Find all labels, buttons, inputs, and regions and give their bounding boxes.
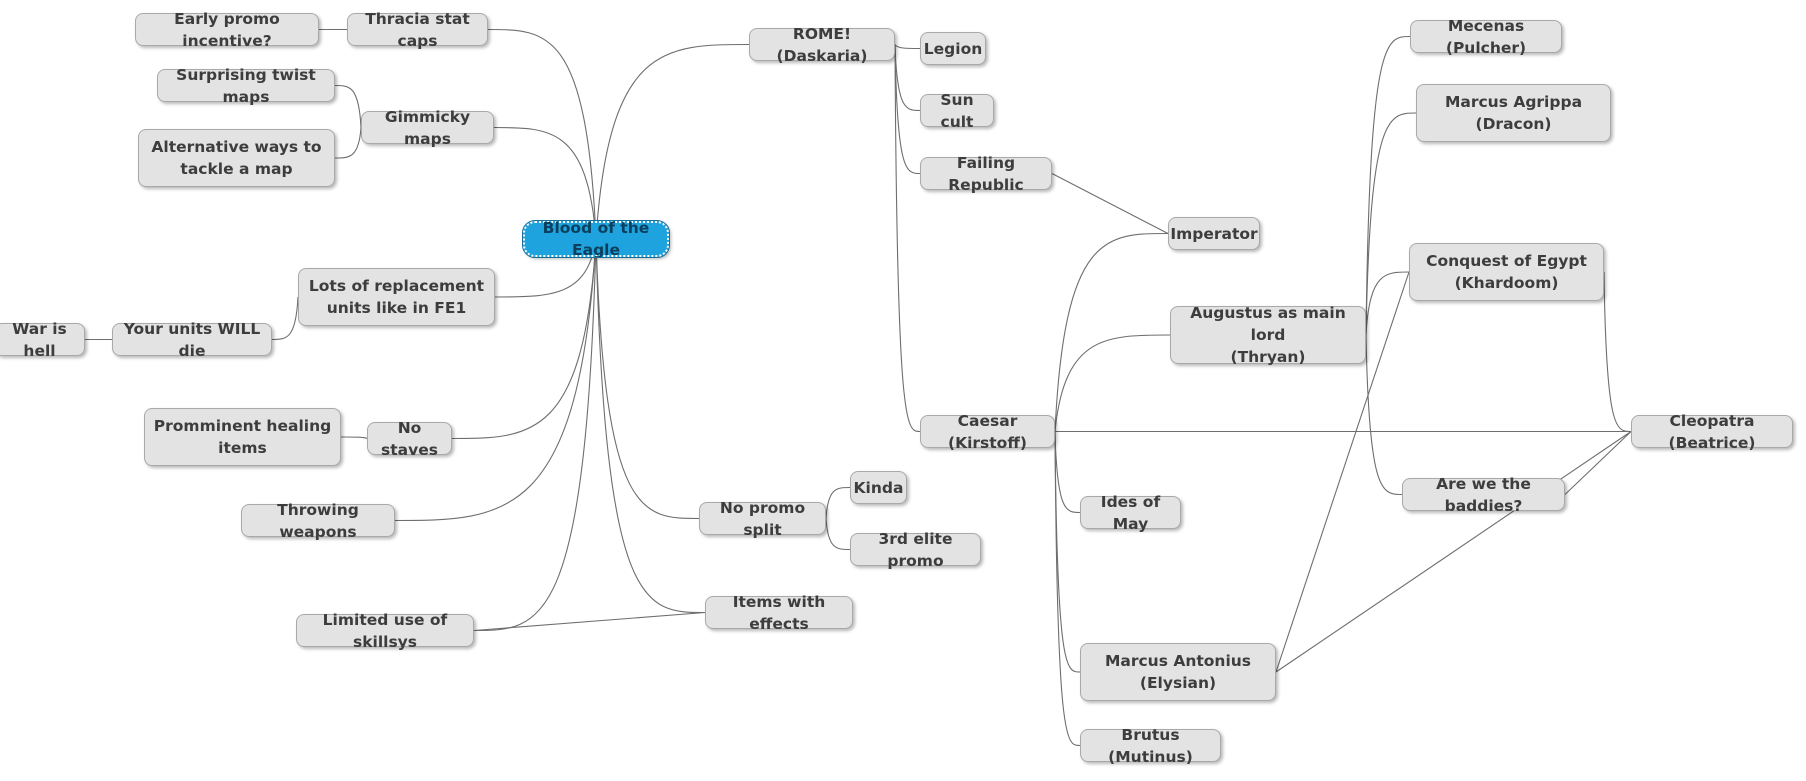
relationship-line [1275,431,1632,673]
relationship-line [1275,271,1410,673]
topic-ides-of-may[interactable]: Ides of May [1080,493,1181,533]
branch-connector [825,486,851,519]
topic-imperator[interactable]: Imperator [1168,217,1260,250]
branch-connector [825,518,851,551]
topic-conquest-of-egypt[interactable]: Conquest of Egypt (Khardoom) [1409,243,1604,301]
topic-kinda[interactable]: Kinda [850,471,907,504]
topic-items-with-effects[interactable]: Items with effects [705,593,853,633]
branch-connector [340,436,368,440]
topic-prominent-healing-items[interactable]: Promminent healing items [144,408,341,466]
topic-rome-daskaria[interactable]: ROME! (Daskaria) [749,25,895,65]
branch-connector [595,43,750,240]
topic-brutus-mutinus[interactable]: Brutus (Mutinus) [1080,726,1221,766]
relationship-line [1051,173,1169,234]
topic-your-units-will-die[interactable]: Your units WILL die [112,320,272,360]
branch-connector [1054,431,1081,514]
topic-thracia-stat-caps[interactable]: Thracia stat caps [347,10,488,50]
topic-throwing-weapons[interactable]: Throwing weapons [241,501,395,541]
branch-connector [487,28,597,240]
topic-alternative-ways[interactable]: Alternative ways to tackle a map [138,129,335,187]
branch-connector [334,127,362,159]
topic-legion[interactable]: Legion [920,32,986,65]
relationship-line [1564,431,1632,495]
branch-connector [1365,271,1410,336]
branch-connector [493,126,597,240]
branch-connector [451,238,597,440]
branch-connector [394,238,597,522]
branch-connector [1365,35,1411,336]
topic-early-promo-incentive[interactable]: Early promo incentive? [135,10,319,50]
topic-limited-use-of-skillsys[interactable]: Limited use of skillsys [296,611,474,651]
branch-connector [894,44,921,112]
branch-connector [595,238,706,614]
branch-connector [1054,334,1171,432]
branch-connector [894,44,921,175]
topic-cleopatra-beatrice[interactable]: Cleopatra (Beatrice) [1631,412,1793,452]
branch-connector [473,238,597,632]
topic-marcus-antonius[interactable]: Marcus Antonius (Elysian) [1080,643,1276,701]
topic-replacement-units[interactable]: Lots of replacement units like in FE1 [298,268,495,326]
topic-gimmicky-maps[interactable]: Gimmicky maps [361,108,494,148]
topic-mecenas-pulcher[interactable]: Mecenas (Pulcher) [1410,17,1562,57]
topic-caesar-kirstoff[interactable]: Caesar (Kirstoff) [920,412,1055,452]
branch-connector [1054,232,1169,432]
relationship-line [473,611,706,632]
branch-connector [1054,431,1081,747]
branch-connector [334,84,362,128]
branch-connector [894,44,921,50]
branch-connector [1603,271,1632,433]
topic-are-we-the-baddies[interactable]: Are we the baddies? [1402,475,1565,515]
topic-no-promo-split[interactable]: No promo split [699,499,826,539]
central-topic-node[interactable]: Blood of the Eagle [522,219,670,259]
topic-sun-cult[interactable]: Sun cult [920,91,994,131]
branch-connector [595,238,700,520]
branch-connector [271,296,299,341]
topic-marcus-agrippa[interactable]: Marcus Agrippa (Dracon) [1416,84,1611,142]
branch-connector [1365,112,1417,336]
topic-surprising-twist-maps[interactable]: Surprising twist maps [157,66,335,106]
topic-no-staves[interactable]: No staves [367,419,452,459]
topic-augustus-main-lord[interactable]: Augustus as main lord (Thryan) [1170,304,1366,366]
topic-war-is-hell[interactable]: War is hell [0,320,85,360]
topic-3rd-elite-promo[interactable]: 3rd elite promo [850,530,981,570]
topic-failing-republic[interactable]: Failing Republic [920,154,1052,194]
branch-connector [894,44,921,433]
branch-connector [1365,334,1403,496]
